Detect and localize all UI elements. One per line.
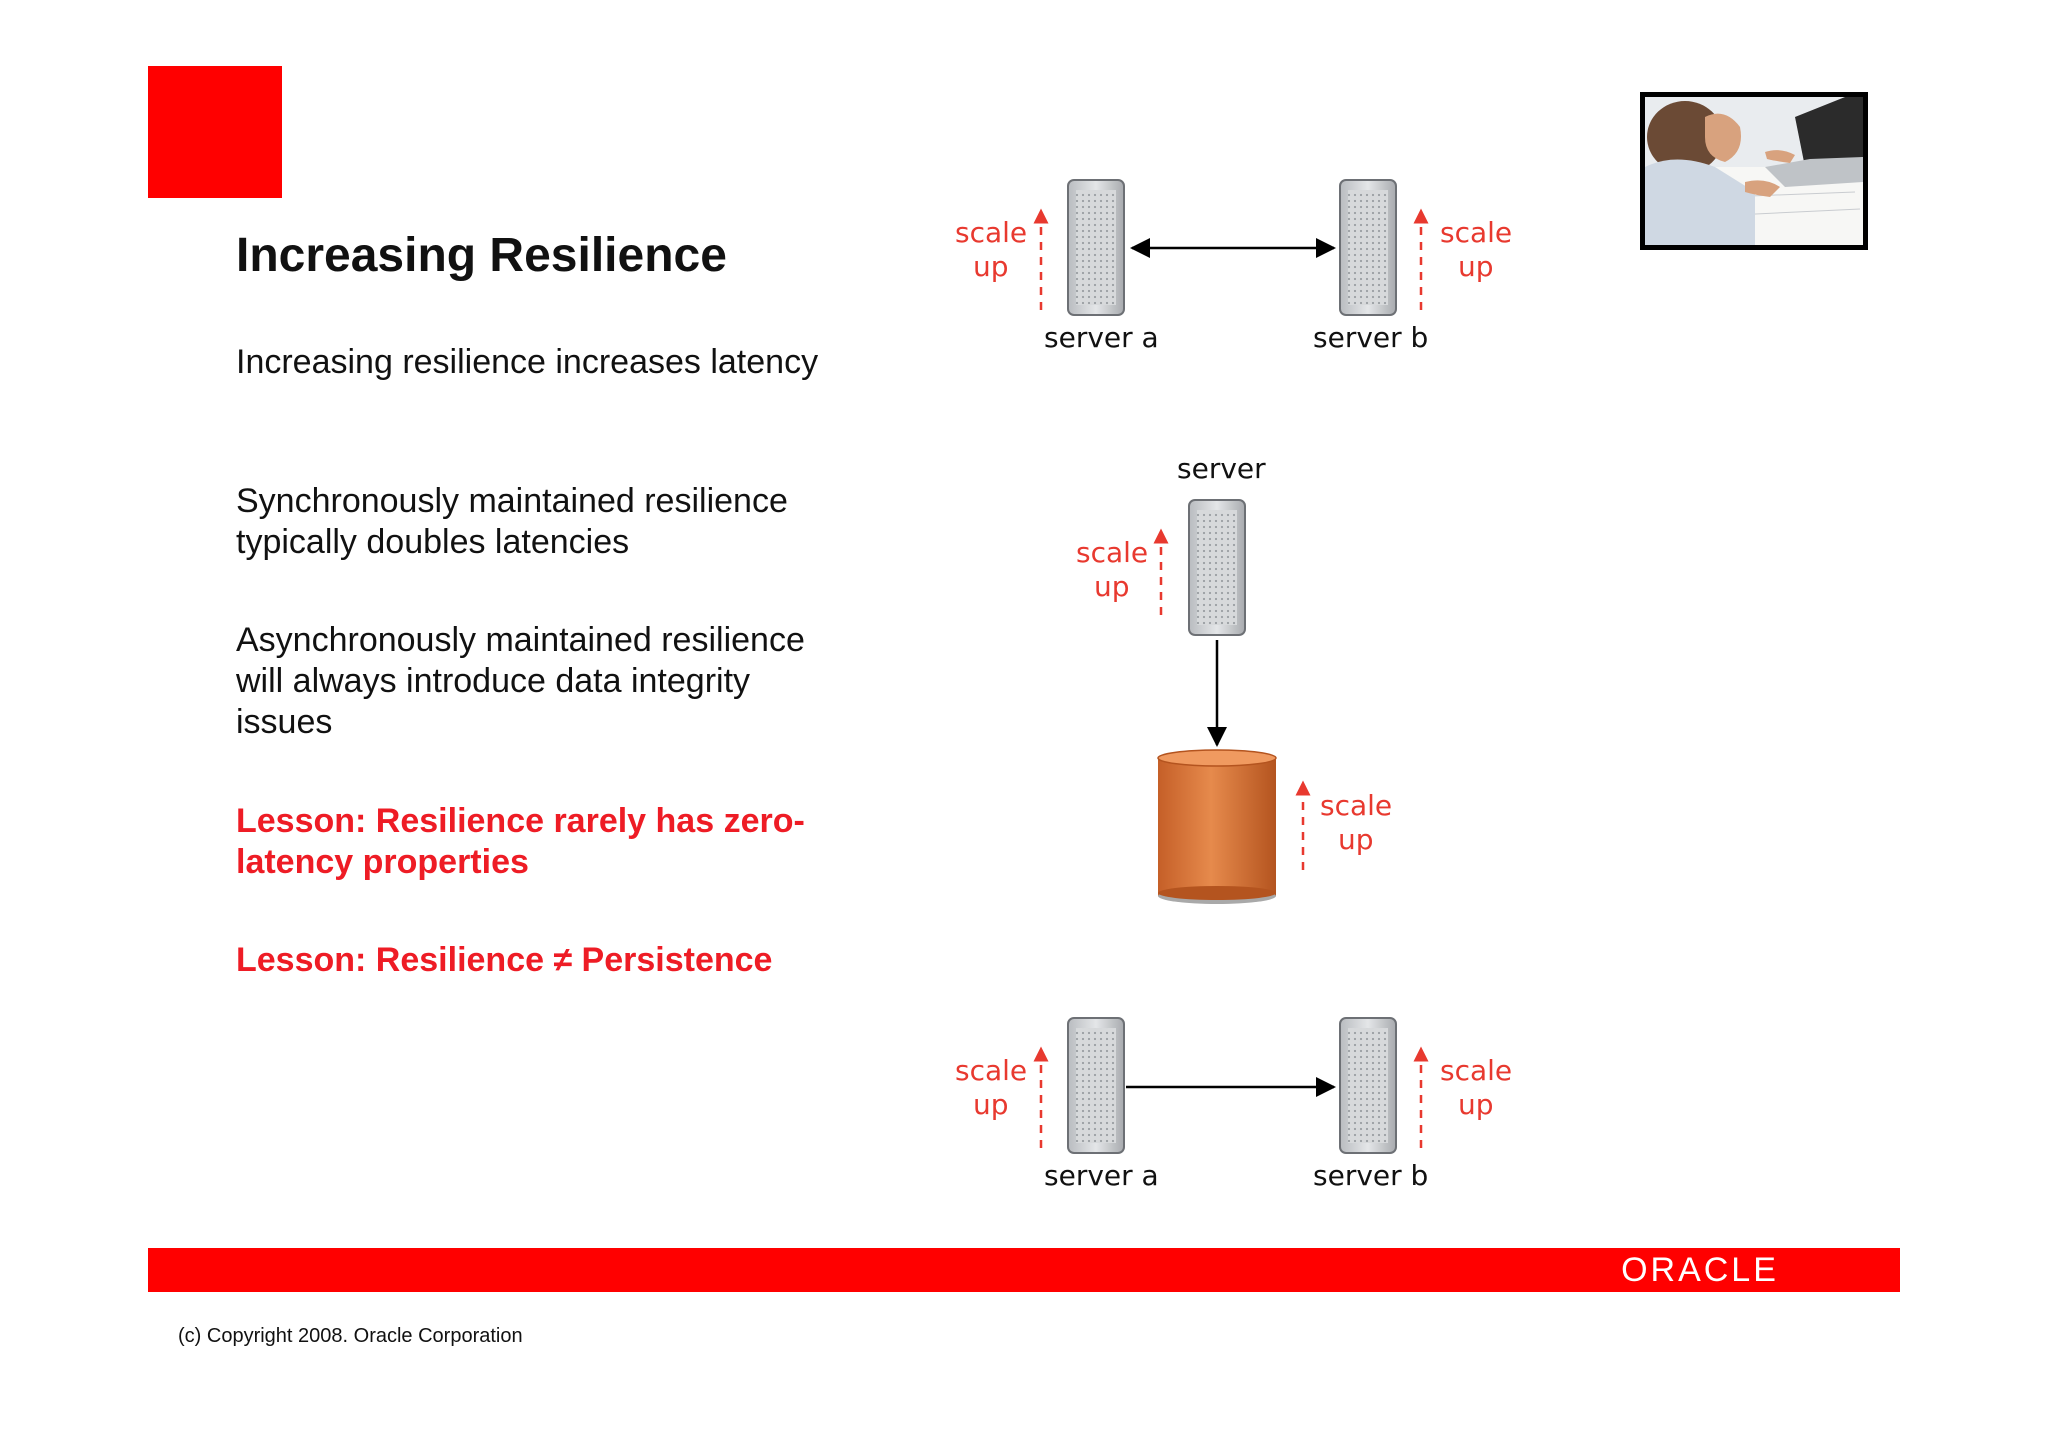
scale-label: scale <box>1076 536 1148 569</box>
server-a-icon <box>1067 179 1125 316</box>
scale-label: scale <box>955 1054 1027 1087</box>
server-a-icon <box>1067 1017 1125 1154</box>
up-label: up <box>973 250 1009 283</box>
middle-diagram: server scale up scale up <box>1076 452 1392 904</box>
scale-label: scale <box>1440 1054 1512 1087</box>
bullet-point: Increasing resilience increases latency <box>236 343 819 381</box>
oracle-logo: ORACLE <box>1621 1251 1779 1289</box>
scale-label: scale <box>955 216 1027 249</box>
up-label: up <box>1338 823 1374 856</box>
person-at-laptop-image <box>1645 97 1863 245</box>
copyright-text: (c) Copyright 2008. Oracle Corporation <box>178 1325 523 1347</box>
server-b-label: server b <box>1313 1159 1428 1192</box>
server-b-icon <box>1339 1017 1397 1154</box>
brand-red-square <box>148 66 282 198</box>
bullet-point: Asynchronously maintained resilience wil… <box>236 621 805 741</box>
lesson-bullet: Lesson: Resilience rarely has zero-laten… <box>236 802 805 881</box>
bottom-diagram: scale up scale up server a server b <box>955 1017 1512 1192</box>
up-label: up <box>1458 250 1494 283</box>
slide-title: Increasing Resilience <box>236 229 727 282</box>
server-b-icon <box>1339 179 1397 316</box>
server-icon <box>1188 499 1246 636</box>
up-label: up <box>1458 1088 1494 1121</box>
database-icon <box>1157 749 1277 904</box>
bullet-point: Synchronously maintained resilience typi… <box>236 482 788 561</box>
up-label: up <box>973 1088 1009 1121</box>
photo-thumbnail <box>1640 92 1868 250</box>
server-label: server <box>1177 452 1266 485</box>
server-b-label: server b <box>1313 321 1428 354</box>
server-a-label: server a <box>1044 1159 1159 1192</box>
server-a-label: server a <box>1044 321 1159 354</box>
top-diagram: scale up scale up server a server b <box>955 179 1512 354</box>
up-label: up <box>1094 570 1130 603</box>
scale-label: scale <box>1440 216 1512 249</box>
lesson-bullet: Lesson: Resilience ≠ Persistence <box>236 941 773 979</box>
scale-label: scale <box>1320 789 1392 822</box>
footer-bar <box>148 1248 1900 1292</box>
